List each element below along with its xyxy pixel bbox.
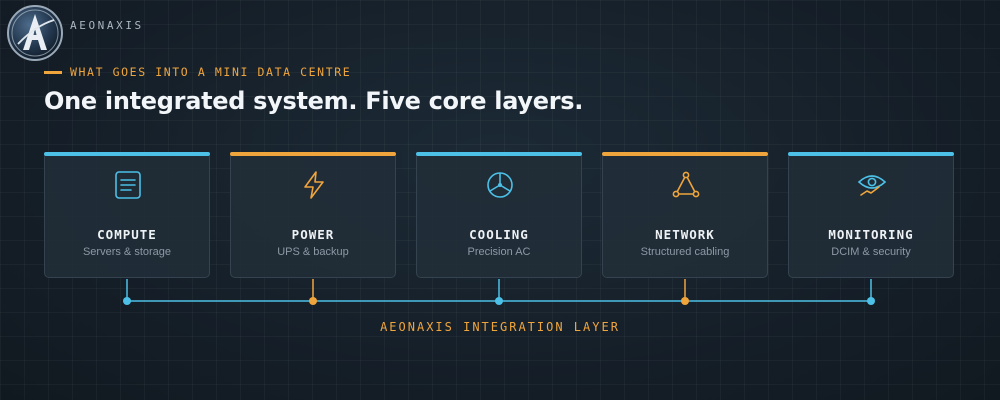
layer-subtitle: Servers & storage [82,246,172,258]
layer-card-network: NETWORK Structured cabling [602,152,768,278]
brand-name: AEONAXIS [70,19,144,32]
bus-node [867,297,875,305]
network-icon [672,171,700,198]
bus-node [309,297,317,305]
bus-node [495,297,503,305]
layer-subtitle: DCIM & security [831,246,911,258]
bus-node [123,297,131,305]
card-accent-bar [44,152,210,156]
card-accent-bar [788,152,954,156]
layer-name: POWER [291,227,335,242]
integration-layer-label: AEONAXIS INTEGRATION LAYER [380,320,620,334]
layer-name: NETWORK [655,227,715,242]
layer-subtitle: UPS & backup [277,246,349,258]
bus-node [681,297,689,305]
fan-icon [487,172,513,198]
eyebrow-label: WHAT GOES INTO A MINI DATA CENTRE [70,65,352,79]
card-accent-bar [230,152,396,156]
layer-subtitle: Structured cabling [640,246,730,258]
aeonaxis-logo [7,5,63,61]
layer-card-compute: COMPUTE Servers & storage [44,152,210,278]
layer-card-cooling: COOLING Precision AC [416,152,582,278]
card-accent-bar [416,152,582,156]
eyebrow-accent-bar [44,71,62,74]
layer-subtitle: Precision AC [467,246,531,258]
document-icon [115,171,141,199]
layer-name: COOLING [469,227,529,242]
layer-name: COMPUTE [97,227,157,242]
page-title: One integrated system. Five core layers. [44,87,584,115]
layer-card-power: POWER UPS & backup [230,152,396,278]
layer-card-monitoring: MONITORING DCIM & security [788,152,954,278]
lightning-icon [304,171,324,199]
layer-name: MONITORING [828,227,914,242]
eye-icon [857,175,887,196]
card-accent-bar [602,152,768,156]
